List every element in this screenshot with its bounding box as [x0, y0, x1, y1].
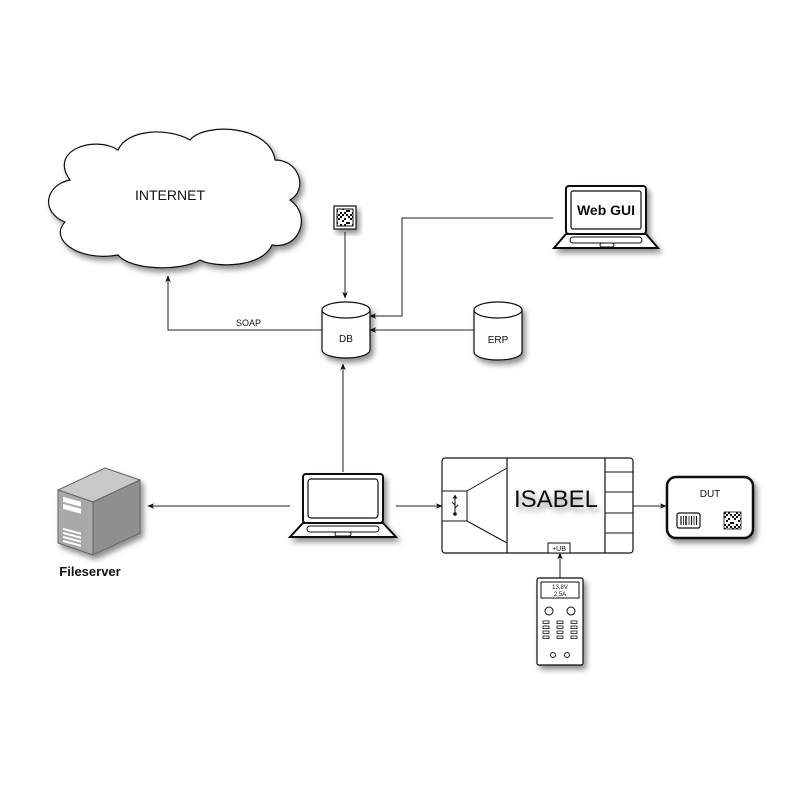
internet-cloud[interactable]: INTERNET: [47, 128, 302, 269]
laptop-screen: [570, 190, 642, 230]
web-gui-laptop[interactable]: Web GUI: [551, 185, 661, 249]
internet-label: INTERNET: [135, 187, 205, 203]
psu-current: 2,5A: [554, 592, 566, 598]
psu-voltage: 13,8V: [552, 585, 568, 591]
ub-port: [547, 542, 571, 554]
isabel-funnel: [466, 467, 508, 544]
server-icon: [56, 467, 142, 556]
barcode-icon: [676, 512, 701, 529]
edge-webgui-db: [369, 217, 553, 319]
psu-terminal: [564, 652, 570, 658]
erp-node[interactable]: ERP: [473, 301, 523, 361]
psu-terminal: [550, 652, 556, 658]
laptop-touchpad: [334, 531, 352, 537]
datamatrix-code[interactable]: [333, 205, 357, 230]
psu-knob[interactable]: [566, 606, 576, 616]
isabel-device[interactable]: ISABEL +UB: [441, 457, 634, 554]
power-supply[interactable]: 13,8V 2,5A: [536, 577, 584, 666]
web-gui-label: Web GUI: [577, 202, 635, 218]
fileserver-node[interactable]: Fileserver: [56, 467, 142, 579]
erp-label: ERP: [488, 335, 509, 346]
usb-icon: [451, 494, 459, 516]
laptop-keyboard: [569, 236, 643, 244]
psu-display: [540, 581, 580, 599]
psu-buttons: [542, 620, 578, 639]
fileserver-label: Fileserver: [59, 564, 120, 579]
erp-top: [473, 301, 523, 319]
dut-inner: [669, 479, 751, 536]
database-icon: [473, 310, 523, 361]
dut-node[interactable]: DUT: [665, 475, 755, 540]
db-node[interactable]: DB: [321, 301, 371, 359]
laptop-keyboard: [306, 525, 380, 533]
client-laptop[interactable]: [287, 473, 399, 538]
ub-port-label: +UB: [552, 546, 566, 553]
edge-label-soap: SOAP: [236, 318, 261, 328]
psu-knob[interactable]: [544, 606, 554, 616]
datamatrix-icon: [336, 208, 354, 227]
isabel-label: ISABEL: [514, 486, 598, 513]
cloud-icon: [47, 128, 302, 269]
db-label: DB: [339, 334, 353, 345]
laptop-screen: [307, 478, 379, 519]
db-top: [321, 301, 371, 319]
laptop-touchpad: [599, 242, 615, 248]
database-icon: [321, 310, 371, 359]
connectors: SOAP: [147, 217, 667, 578]
edge-db-internet: [165, 275, 325, 331]
dut-label: DUT: [700, 489, 721, 500]
datamatrix-icon: [723, 511, 742, 530]
